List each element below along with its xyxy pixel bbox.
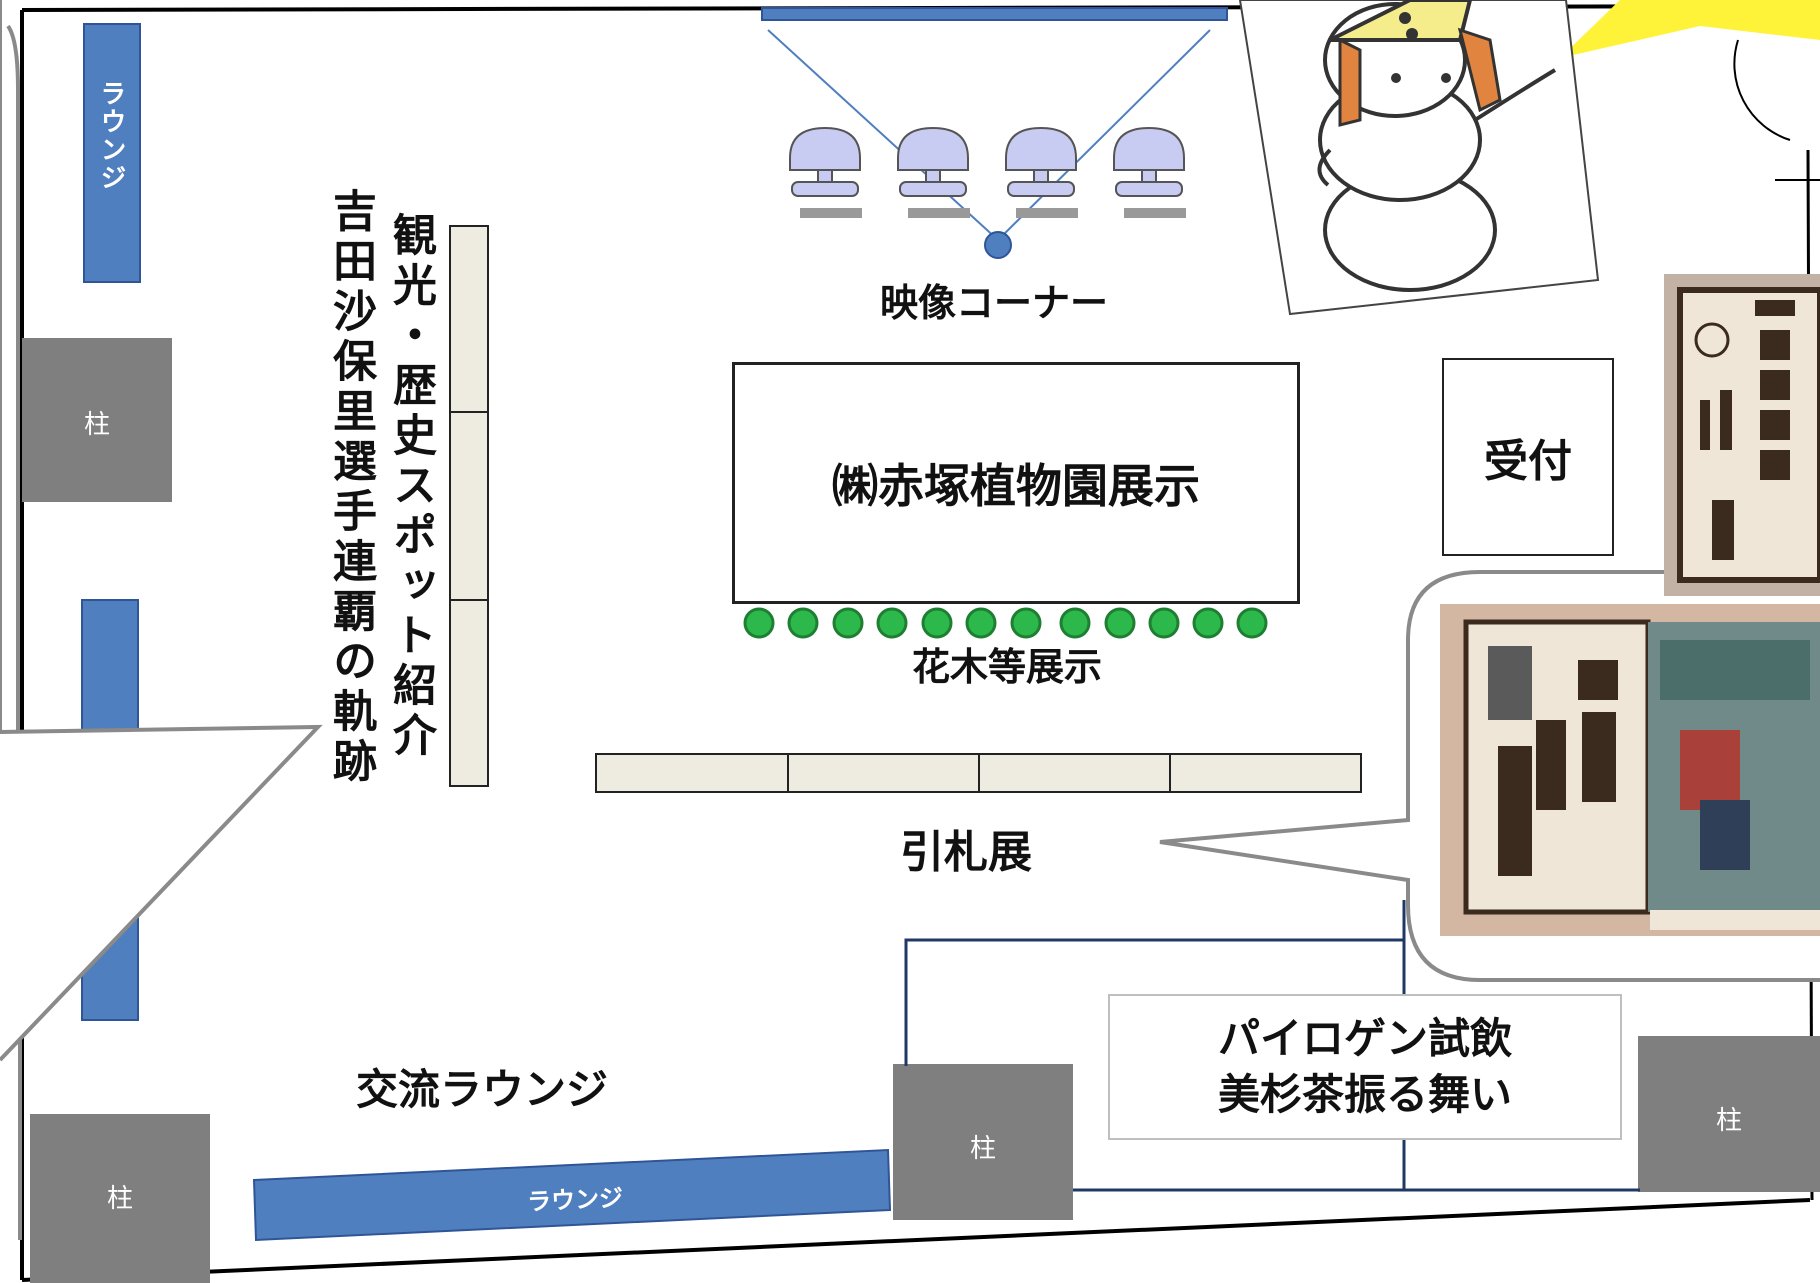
pillar-right-bottom bbox=[1638, 1036, 1820, 1192]
lounge-left-label: ラウンジ bbox=[96, 80, 126, 192]
horizontal-panels bbox=[595, 753, 1362, 793]
callout-left bbox=[0, 0, 323, 1062]
woodblock-print bbox=[1440, 604, 1820, 936]
exchange-lounge-label: 交流ラウンジ bbox=[356, 1065, 609, 1114]
plant-icon bbox=[1010, 607, 1042, 639]
chair-icon bbox=[1005, 126, 1078, 218]
camera-icon bbox=[984, 231, 1012, 259]
plants-row bbox=[743, 607, 1268, 639]
video-screen bbox=[761, 7, 1228, 21]
video-corner-label: 映像コーナー bbox=[880, 281, 1109, 325]
mascot-illustration bbox=[1238, 0, 1600, 316]
lounge-sofa-left-top bbox=[83, 23, 141, 283]
akatsuka-label: ㈱赤塚植物園展示 bbox=[832, 459, 1200, 513]
yoshida-label: 吉田沙保里選手連覇の軌跡 bbox=[325, 188, 376, 788]
plant-icon bbox=[876, 607, 908, 639]
pyrogen-line1: パイロゲン試飲 bbox=[1217, 1014, 1512, 1063]
reception-label: 受付 bbox=[1484, 436, 1572, 487]
door-arc bbox=[1733, 39, 1791, 141]
plant-icon bbox=[965, 607, 997, 639]
pillar-label: 柱 bbox=[969, 1134, 996, 1164]
callout-left-outer bbox=[6, 24, 20, 732]
plant-icon bbox=[1059, 607, 1091, 639]
reception-box: 受付 bbox=[1442, 358, 1614, 556]
akatsuka-exhibit-box: ㈱赤塚植物園展示 bbox=[732, 362, 1300, 604]
chair-icon bbox=[897, 126, 970, 218]
pillar-label: 柱 bbox=[83, 410, 110, 440]
pyrogen-box: パイロゲン試飲 美杉茶振る舞い bbox=[1108, 994, 1622, 1140]
chair-icon bbox=[1113, 126, 1186, 218]
chair-icon bbox=[789, 126, 862, 218]
vertical-panels bbox=[449, 225, 489, 787]
plant-icon bbox=[832, 607, 864, 639]
plant-icon bbox=[1104, 607, 1136, 639]
pillar-left-bottom bbox=[30, 1114, 210, 1283]
plant-icon bbox=[1148, 607, 1180, 639]
plant-icon bbox=[787, 607, 819, 639]
pillar-left-top bbox=[22, 338, 172, 502]
plant-icon bbox=[743, 607, 775, 639]
yellow-callout bbox=[1560, 0, 1820, 58]
projection-lines bbox=[767, 29, 1211, 241]
lounge-bottom-label: ラウンジ bbox=[526, 1183, 624, 1217]
pillar-label: 柱 bbox=[106, 1184, 133, 1214]
plant-icon bbox=[1192, 607, 1224, 639]
plant-icon bbox=[921, 607, 953, 639]
hikifuda-label: 引札展 bbox=[900, 827, 1032, 878]
lounge-sofa-bottom bbox=[252, 1148, 892, 1242]
pillar-label: 柱 bbox=[1715, 1106, 1742, 1136]
pillar-center-bottom bbox=[893, 1064, 1073, 1220]
flowers-label: 花木等展示 bbox=[912, 645, 1103, 689]
plant-icon bbox=[1236, 607, 1268, 639]
pyrogen-line2: 美杉茶振る舞い bbox=[1217, 1070, 1512, 1119]
signboard-print bbox=[1664, 274, 1820, 596]
tourism-label: 観光・歴史スポット紹介 bbox=[385, 212, 436, 762]
chairs bbox=[789, 126, 1186, 218]
